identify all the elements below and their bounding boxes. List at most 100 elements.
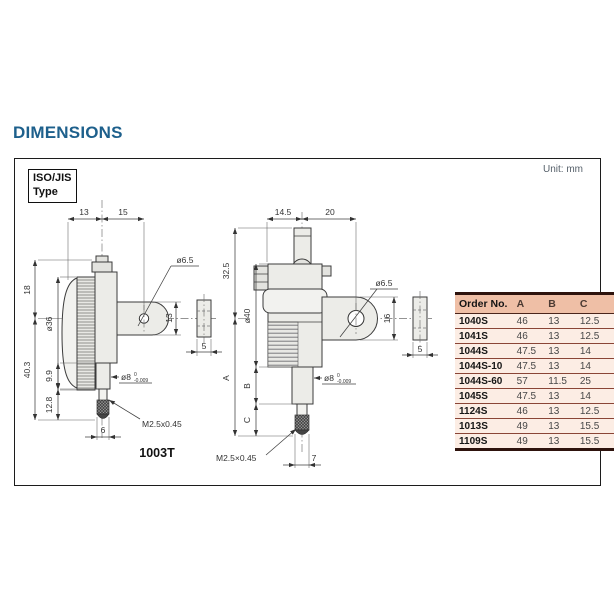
order-no-cell: 1044S-60 — [455, 373, 513, 389]
knurled-bezel — [76, 276, 96, 391]
stem-rear — [291, 366, 314, 405]
dim-body-diameter: ø40 — [242, 308, 252, 323]
table-row: 1045S 47.5 13 14 — [455, 388, 614, 404]
indicator-body — [94, 271, 118, 364]
dim-C: C — [242, 417, 252, 423]
dim-stem-tol-lower-left: -0.009 — [134, 378, 148, 384]
value-c-cell: 14 — [575, 358, 614, 374]
table-header-row: Order No. A B C — [455, 293, 614, 314]
table-row: 1124S 46 13 12.5 — [455, 403, 614, 419]
thread-callout-right: M2.5×0.45 — [216, 453, 257, 463]
right-drawing: 14.5 20 32.5 A ø40 B C ø6.5 — [216, 207, 438, 468]
value-c-cell: 15.5 — [575, 418, 614, 434]
dim-contact-width-left: 6 — [101, 425, 106, 435]
dim-stem-tol-lower-right: -0.009 — [337, 379, 351, 385]
value-a-cell: 46 — [512, 328, 545, 344]
stem — [95, 362, 111, 390]
back-plate-rear — [412, 296, 428, 341]
order-no-cell: 1044S-10 — [455, 358, 513, 374]
left-drawing: 13 15 18 40.3 ø36 9.9 12.8 ø6.5 — [22, 200, 222, 460]
table-row: 1044S-60 57 11.5 25 — [455, 373, 614, 389]
value-a-cell: 49 — [516, 436, 528, 447]
table-row: 1040S 46 13 12.5 — [455, 313, 614, 329]
model-number: 1003T — [139, 446, 175, 460]
dim-12-8: 12.8 — [44, 396, 54, 413]
header-b: B — [544, 293, 576, 314]
bezel-ring-rear — [262, 288, 328, 314]
contact-point-knurl-rear — [294, 414, 310, 431]
table-row: 1041S 46 13 12.5 — [455, 328, 614, 344]
dim-32-5: 32.5 — [221, 262, 231, 279]
unit-label: Unit: mm — [543, 164, 583, 175]
dim-plate-thickness-left: 5 — [202, 341, 207, 351]
page-title: DIMENSIONS — [13, 123, 123, 142]
dimensions-table: Order No. A B C 1040S 46 13 12.5 1041S 4… — [455, 292, 614, 451]
dim-stem-dia-right: ø8 — [324, 373, 334, 383]
table-row: 1044S-10 47.5 13 14 — [455, 358, 614, 374]
dim-stem-tol-upper-right: 0 — [337, 373, 340, 379]
value-b-cell: 13 — [544, 403, 576, 419]
value-b-cell: 13 — [544, 328, 576, 344]
type-badge-line2: Type — [33, 186, 58, 199]
dim-stem-tol-upper-left: 0 — [134, 372, 137, 378]
dim-dial-diameter: ø36 — [44, 316, 54, 331]
dim-13-top: 13 — [79, 207, 89, 217]
dim-lug-height-left: 13 — [164, 313, 174, 323]
dim-plate-thickness-right: 5 — [418, 344, 423, 354]
contact-point-knurl — [96, 399, 110, 415]
dim-hole-dia-left: ø6.5 — [176, 255, 193, 265]
value-c-cell: 12.5 — [575, 328, 614, 344]
value-a-cell: 47.5 — [512, 388, 545, 404]
table-row: 1013S 49 13 15.5 — [455, 418, 614, 434]
dim-stem-dia-left: ø8 — [121, 372, 131, 382]
value-a-cell: 46 — [512, 313, 545, 329]
iso-jis-type-badge: ISO/JIS Type — [28, 169, 77, 203]
value-a-cell: 47.5 — [512, 343, 545, 359]
top-cap-small — [95, 255, 109, 263]
value-b-cell: 13 — [544, 313, 576, 329]
contact-point-tip-rear — [294, 429, 310, 435]
dim-15-top: 15 — [118, 207, 128, 217]
dim-14-5-top: 14.5 — [275, 207, 292, 217]
thread-callout-left: M2.5x0.45 — [142, 419, 182, 429]
ribbed-section — [267, 321, 299, 368]
dim-lug-height-right: 16 — [382, 314, 392, 324]
value-b-cell: 13 — [544, 343, 576, 359]
order-no-cell: 1044S — [455, 343, 513, 359]
dim-40-3: 40.3 — [22, 361, 32, 378]
header-c: C — [575, 293, 614, 314]
order-no-cell: 1013S — [455, 418, 513, 434]
order-no-cell: 1041S — [455, 328, 513, 344]
contact-point-tip — [96, 413, 110, 419]
value-b-cell: 13 — [544, 388, 576, 404]
dim-9-9: 9.9 — [44, 370, 54, 382]
value-c-cell: 15.5 — [579, 436, 600, 447]
value-b-cell: 13 — [544, 418, 576, 434]
value-a-cell: 47.5 — [512, 358, 545, 374]
value-c-cell: 25 — [575, 373, 614, 389]
value-b-cell: 11.5 — [544, 373, 576, 389]
order-no-cell: 1040S — [455, 313, 513, 329]
order-no-cell: 1124S — [455, 403, 513, 419]
value-c-cell: 12.5 — [575, 403, 614, 419]
value-c-cell: 12.5 — [575, 313, 614, 329]
dial-crystal-bell — [61, 277, 78, 389]
value-a-cell: 57 — [512, 373, 545, 389]
dim-18: 18 — [22, 285, 32, 295]
type-badge-line1: ISO/JIS — [33, 172, 72, 184]
dim-A: A — [221, 375, 231, 381]
value-a-cell: 46 — [512, 403, 545, 419]
value-c-cell: 14 — [575, 343, 614, 359]
value-c-cell: 14 — [575, 388, 614, 404]
dim-20-top: 20 — [325, 207, 335, 217]
header-order-no: Order No. — [455, 293, 513, 314]
top-cap — [91, 261, 113, 273]
table-row: 1109S 49 13 15.5 — [455, 434, 614, 450]
value-b-cell: 13 — [544, 358, 576, 374]
dim-contact-width-right: 7 — [312, 453, 317, 463]
order-no-cell: 1045S — [455, 388, 513, 404]
value-b-cell: 13 — [548, 436, 560, 447]
dim-hole-dia-right: ø6.5 — [375, 278, 392, 288]
